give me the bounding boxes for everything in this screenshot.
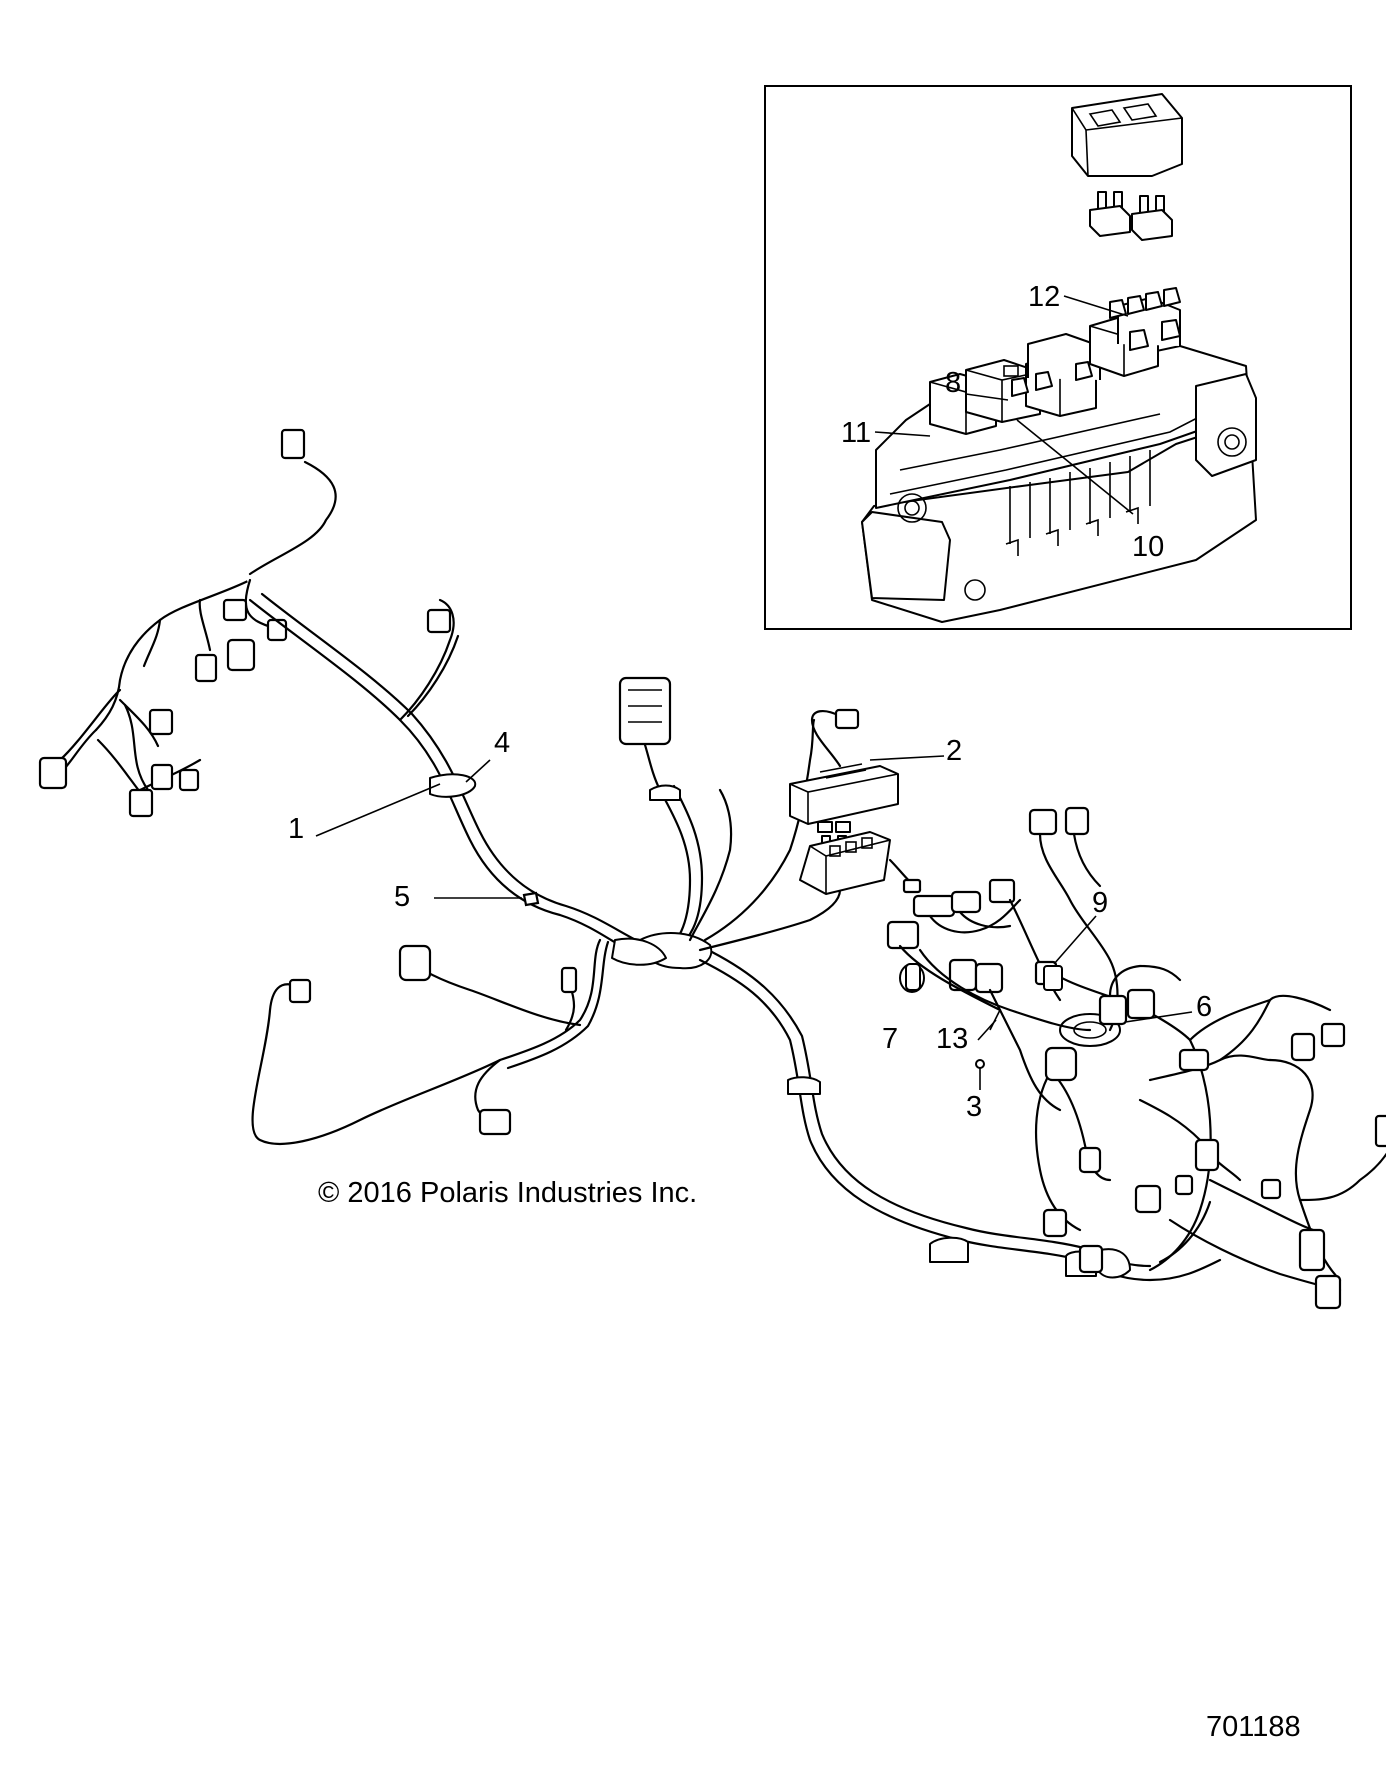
fuse-row-12 [1109, 287, 1181, 351]
copyright-notice: © 2016 Polaris Industries Inc. [318, 1177, 697, 1209]
connector [478, 1108, 512, 1136]
connector [950, 890, 982, 914]
document-number: 701188 [1206, 1711, 1301, 1743]
main-wire-harness [38, 428, 1386, 1310]
harness-right-branch [698, 806, 1386, 1310]
connector [1134, 1184, 1162, 1214]
callout-1: 1 [288, 813, 304, 845]
connector [834, 708, 860, 730]
connector [194, 653, 218, 683]
connector [1178, 1048, 1210, 1072]
connector [1078, 1146, 1102, 1174]
connector-9 [1043, 915, 1097, 991]
connector [1174, 1174, 1194, 1196]
callout-3: 3 [966, 1091, 982, 1123]
connector [1320, 1022, 1346, 1048]
fuse-box-inset: 12 8 11 10 [764, 85, 1352, 630]
clip-5 [522, 891, 540, 907]
callout-8: 8 [945, 367, 961, 399]
connector [618, 676, 672, 746]
connector [988, 878, 1016, 904]
callout-13: 13 [936, 1023, 968, 1055]
callout-2: 2 [946, 735, 962, 767]
connector [1374, 1114, 1386, 1148]
connector [1260, 1178, 1282, 1200]
callout-7: 7 [882, 1023, 898, 1055]
harness-trunk [248, 592, 656, 962]
fuse-holder-block [1071, 93, 1183, 177]
connector [398, 944, 432, 982]
callout-10: 10 [1132, 531, 1164, 563]
fuse-box-center [799, 831, 922, 895]
connector [1290, 1032, 1316, 1062]
washer-3 [975, 1059, 985, 1090]
connector [902, 878, 922, 894]
callout-12: 12 [1028, 281, 1060, 313]
harness-left-branch [38, 428, 342, 818]
connector [280, 428, 306, 460]
connector [1064, 806, 1090, 836]
socket-7 [899, 963, 925, 993]
spare-fuse-right [1131, 195, 1173, 241]
connector [222, 598, 248, 622]
connector [1042, 1208, 1068, 1238]
fuse-box-body [861, 345, 1257, 623]
connector [1098, 994, 1128, 1026]
connector [912, 894, 956, 918]
connector [1028, 808, 1058, 836]
connector [178, 768, 200, 792]
mini-fuses-center [1011, 361, 1093, 397]
connector [1298, 1228, 1326, 1272]
connector [288, 978, 312, 1004]
connector [1078, 1244, 1104, 1274]
connector [148, 708, 174, 736]
callout-11: 11 [841, 417, 871, 449]
connector [1044, 1046, 1078, 1082]
harness-center-branch [611, 676, 842, 970]
connector [974, 962, 1004, 994]
grommet-4 [429, 773, 477, 798]
connector [426, 608, 452, 634]
connector [226, 638, 256, 672]
connector [1126, 988, 1156, 1020]
connector [1194, 1138, 1220, 1172]
callout-9: 9 [1092, 887, 1108, 919]
connector [1314, 1274, 1342, 1310]
connector [38, 756, 68, 790]
connector [886, 920, 920, 950]
callout-5: 5 [394, 881, 410, 913]
screw-13 [977, 1009, 1001, 1041]
connector [150, 763, 174, 791]
spare-fuse-left [1089, 191, 1131, 237]
connector [266, 618, 288, 642]
connector [560, 966, 578, 994]
connector [128, 788, 154, 818]
callout-6: 6 [1196, 991, 1212, 1023]
harness-lower-left-branch [251, 938, 610, 1146]
callout-4: 4 [494, 727, 510, 759]
